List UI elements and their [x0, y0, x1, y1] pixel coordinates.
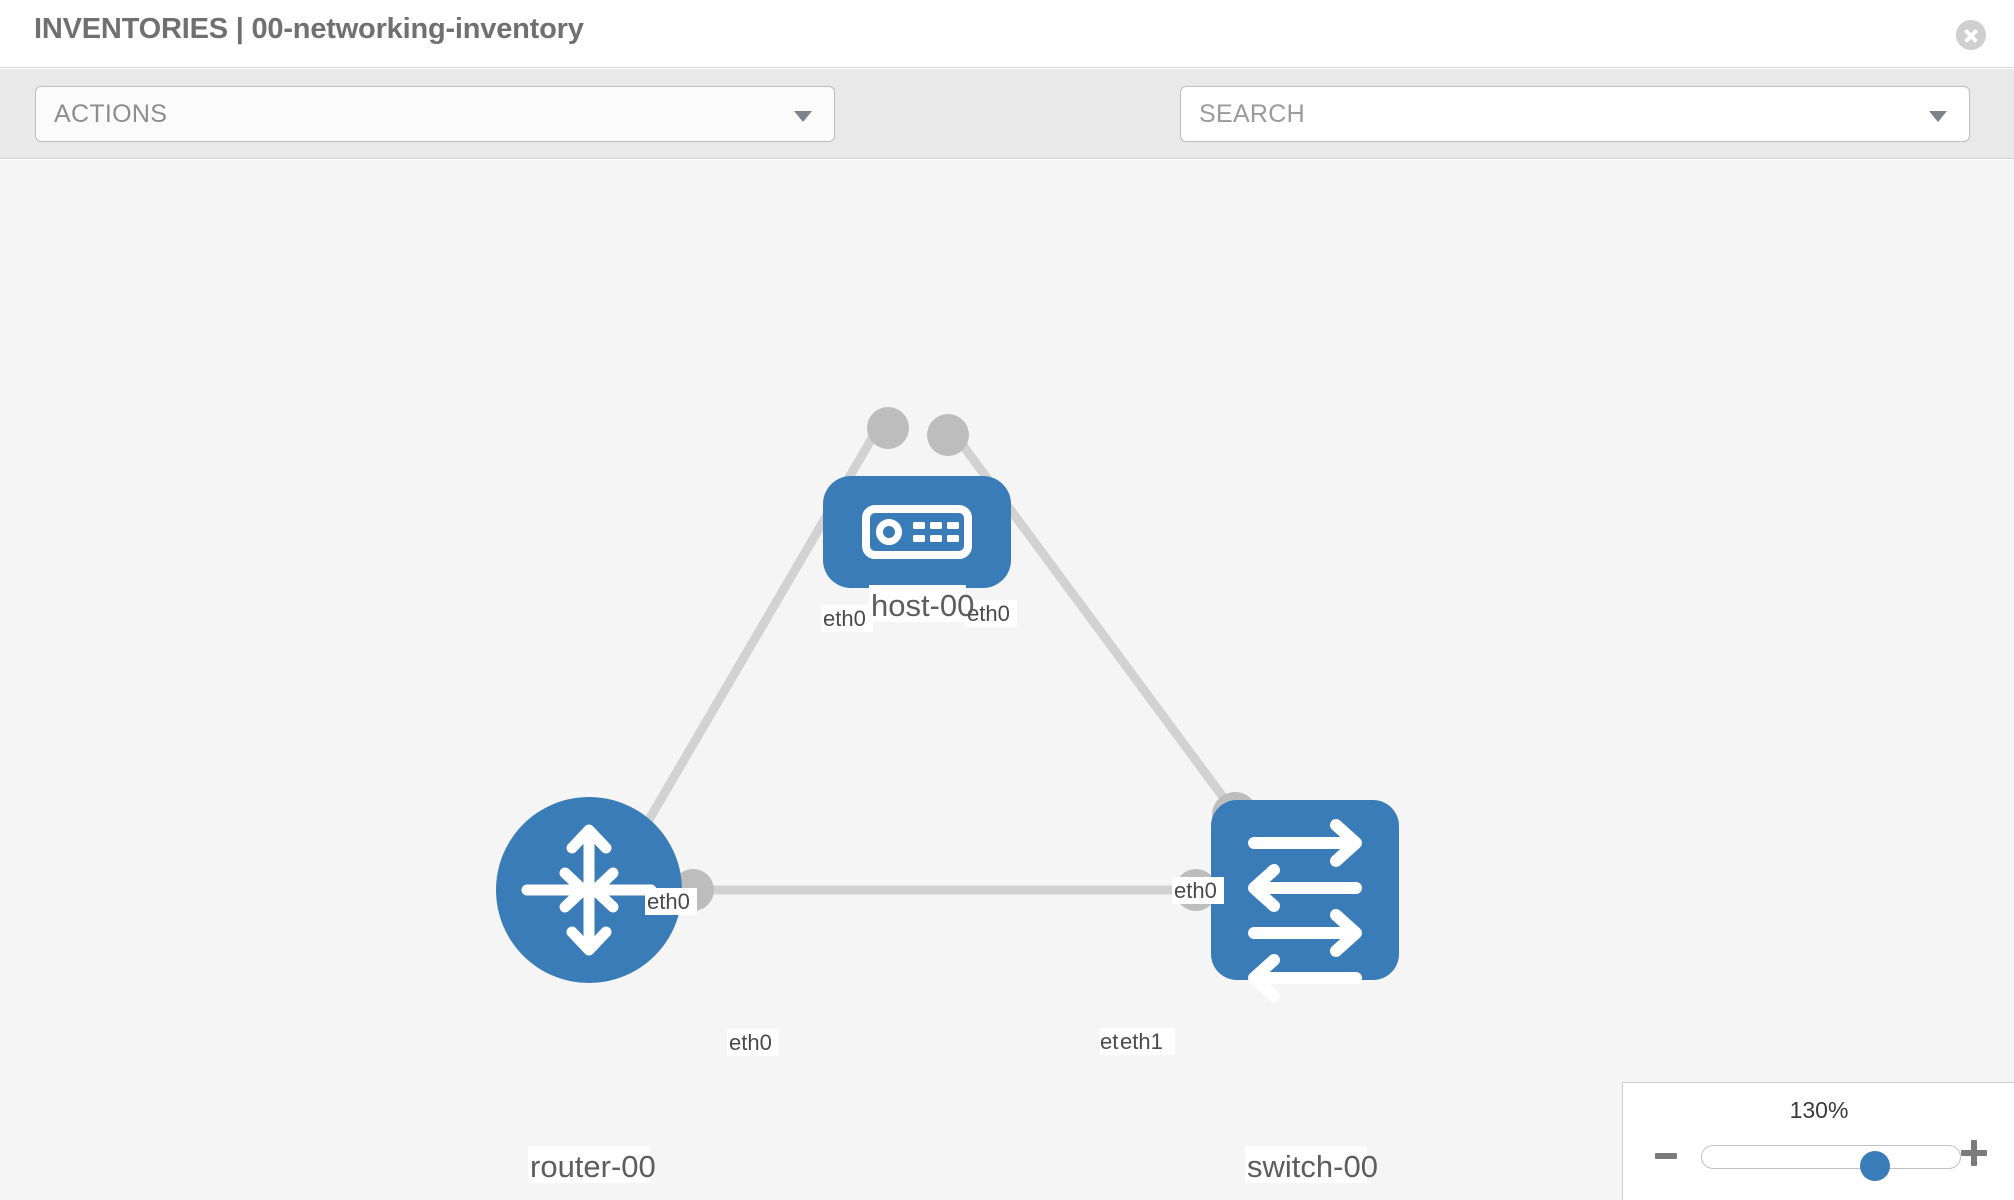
switch-arrows-icon — [1248, 819, 1362, 1002]
actions-dropdown-label: ACTIONS — [54, 100, 168, 128]
iface-label-router-right: eth0 — [729, 1030, 772, 1055]
toolbar: ACTIONS SEARCH — [0, 69, 2014, 198]
router-arrows-icon — [521, 824, 657, 956]
iface-label-switch-up: eth0 — [1174, 878, 1217, 903]
node-label-host-00: host-00 — [871, 588, 974, 623]
zoom-slider-track[interactable] — [1701, 1145, 1961, 1181]
search-input[interactable]: SEARCH — [1180, 86, 1970, 142]
chevron-down-icon[interactable] — [1929, 111, 1947, 122]
page-title: INVENTORIES | 00-networking-inventory — [34, 13, 584, 45]
close-icon[interactable] — [1956, 20, 1986, 50]
iface-label-switch-left: eth1 — [1120, 1029, 1163, 1054]
node-router-00[interactable] — [496, 797, 682, 983]
iface-label-host-right: eth0 — [967, 601, 1010, 626]
search-placeholder: SEARCH — [1199, 100, 1305, 128]
page-header: INVENTORIES | 00-networking-inventory — [0, 0, 2014, 68]
iface-label-host-left: eth0 — [823, 606, 866, 631]
interface-labels: eth0 eth0 eth0 eth0 eth0 etl eth1 — [645, 600, 1224, 1056]
zoom-out-button[interactable] — [1655, 1153, 1677, 1159]
node-label-router-00: router-00 — [530, 1149, 656, 1184]
iface-label-switch-left-overlap: etl — [1100, 1029, 1123, 1054]
zoom-in-button[interactable] — [1961, 1140, 1987, 1166]
node-host-00[interactable] — [823, 476, 1011, 588]
topology-graph[interactable]: eth0 eth0 eth0 eth0 eth0 etl eth1 — [0, 160, 2014, 1200]
server-icon — [862, 505, 972, 559]
zoom-slider-row — [1623, 1137, 2014, 1181]
port-host-left[interactable] — [867, 407, 909, 449]
node-switch-00[interactable] — [1211, 800, 1399, 1002]
port-host-right[interactable] — [927, 414, 969, 456]
topology-canvas[interactable]: eth0 eth0 eth0 eth0 eth0 etl eth1 — [0, 160, 2014, 1200]
iface-label-router-up: eth0 — [647, 889, 690, 914]
zoom-control-panel: 130% — [1622, 1082, 2014, 1200]
zoom-slider-thumb[interactable] — [1860, 1151, 1890, 1181]
node-labels: host-00 router-00 switch-00 — [528, 585, 1378, 1184]
actions-dropdown[interactable]: ACTIONS — [35, 86, 835, 142]
chevron-down-icon — [794, 111, 812, 122]
zoom-percent-label: 130% — [1789, 1097, 1849, 1123]
node-label-switch-00: switch-00 — [1247, 1149, 1378, 1184]
